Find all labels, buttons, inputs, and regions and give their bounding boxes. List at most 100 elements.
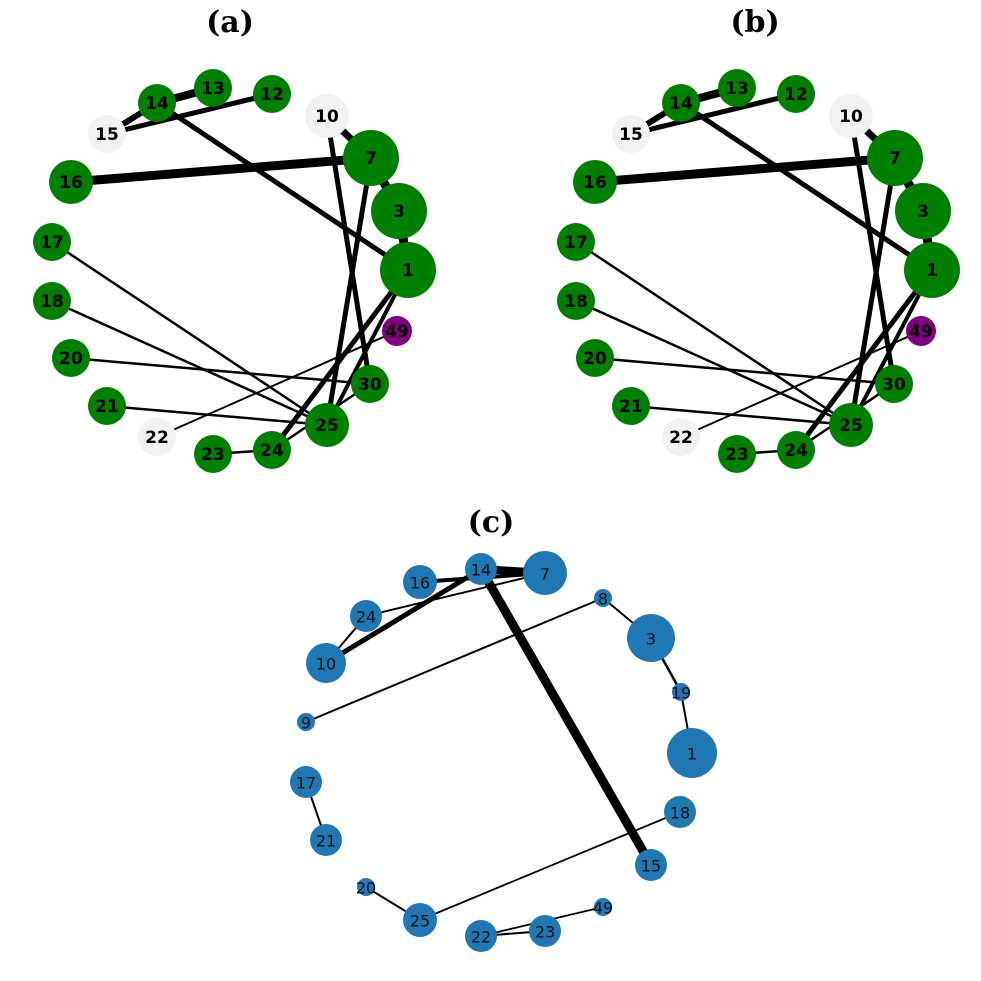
node-c-17: [290, 766, 322, 798]
node-a-22: [138, 418, 176, 456]
edge-c-10-14: [324, 566, 483, 666]
node-b-25: [829, 403, 873, 447]
node-label-a-17: 17: [40, 233, 64, 253]
node-label-c-24: 24: [356, 608, 376, 627]
node-b-18: [557, 282, 595, 320]
edge-b-16-7: [594, 153, 896, 187]
node-label-b-1: 1: [926, 261, 938, 281]
edge-a-15-12: [106, 91, 273, 137]
node-c-19: [672, 683, 690, 701]
node-label-a-1: 1: [402, 261, 414, 281]
node-label-a-22: 22: [145, 428, 169, 448]
node-b-17: [557, 223, 595, 261]
node-c-15: [635, 849, 667, 881]
node-label-b-10: 10: [839, 107, 863, 127]
node-label-c-9: 9: [301, 714, 311, 733]
node-b-30: [875, 365, 913, 403]
node-label-b-17: 17: [564, 233, 588, 253]
node-label-b-3: 3: [917, 202, 929, 222]
node-label-a-10: 10: [315, 107, 339, 127]
node-b-13: [718, 69, 756, 107]
node-b-23: [718, 435, 756, 473]
edge-b-10-30: [848, 115, 897, 385]
node-c-16: [403, 565, 437, 599]
node-c-49: [594, 898, 612, 916]
node-b-12: [777, 75, 815, 113]
node-c-9: [297, 713, 315, 731]
panel-b-title: (b): [730, 5, 779, 40]
edge-a-20-30: [70, 356, 371, 386]
node-label-c-17: 17: [296, 774, 316, 793]
node-c-10: [306, 643, 346, 683]
node-label-c-18: 18: [670, 804, 690, 823]
node-a-16: [49, 160, 93, 204]
edge-a-21-25: [106, 404, 328, 427]
edge-a-10-30: [324, 115, 373, 385]
node-label-a-25: 25: [315, 416, 339, 436]
node-label-a-12: 12: [260, 85, 284, 105]
node-b-14: [662, 84, 700, 122]
node-a-12: [253, 75, 291, 113]
edge-c-9-8: [305, 597, 604, 723]
edge-a-17-25: [51, 240, 328, 427]
node-c-24: [350, 600, 382, 632]
node-c-18: [664, 796, 696, 828]
node-label-a-3: 3: [393, 202, 405, 222]
node-a-1: [380, 242, 436, 298]
node-a-30: [351, 365, 389, 403]
node-label-a-14: 14: [145, 94, 169, 114]
node-label-c-49: 49: [593, 899, 613, 918]
panel-c-title: (c): [468, 505, 515, 540]
node-a-10: [305, 94, 349, 138]
edge-b-15-12: [630, 91, 797, 137]
node-label-a-18: 18: [40, 292, 64, 312]
node-b-21: [612, 387, 650, 425]
edge-b-14-1: [679, 100, 934, 273]
node-label-b-13: 13: [725, 79, 749, 99]
node-label-c-21: 21: [316, 832, 336, 851]
node-a-24: [253, 431, 291, 469]
node-c-20: [357, 878, 375, 896]
node-c-8: [594, 589, 612, 607]
node-label-c-8: 8: [598, 590, 608, 609]
node-label-c-14: 14: [471, 561, 491, 580]
node-a-25: [305, 403, 349, 447]
node-label-c-10: 10: [316, 655, 336, 674]
node-a-49: [382, 316, 412, 346]
node-b-15: [612, 115, 650, 153]
node-label-b-20: 20: [583, 349, 607, 369]
node-label-c-22: 22: [471, 928, 491, 947]
node-label-c-23: 23: [535, 923, 555, 942]
node-a-23: [194, 435, 232, 473]
node-c-22: [465, 920, 497, 952]
node-c-21: [310, 824, 342, 856]
node-b-22: [662, 418, 700, 456]
node-label-b-12: 12: [784, 85, 808, 105]
node-c-14: [465, 553, 497, 585]
node-b-49: [906, 316, 936, 346]
edge-b-20-30: [594, 356, 895, 386]
node-label-a-15: 15: [95, 125, 119, 145]
node-label-c-1: 1: [687, 745, 697, 764]
node-a-18: [33, 282, 71, 320]
edge-c-25-18: [419, 811, 681, 921]
node-label-b-18: 18: [564, 292, 588, 312]
node-b-1: [904, 242, 960, 298]
edge-b-1-24: [794, 268, 934, 452]
edge-b-21-25: [630, 404, 852, 427]
node-a-21: [88, 387, 126, 425]
node-c-7: [523, 551, 567, 595]
edge-a-16-7: [70, 153, 372, 187]
node-label-c-3: 3: [646, 630, 656, 649]
node-label-c-16: 16: [410, 574, 430, 593]
node-label-b-14: 14: [669, 94, 693, 114]
node-label-c-19: 19: [671, 684, 691, 703]
node-label-b-15: 15: [619, 125, 643, 145]
node-label-b-16: 16: [583, 173, 607, 193]
